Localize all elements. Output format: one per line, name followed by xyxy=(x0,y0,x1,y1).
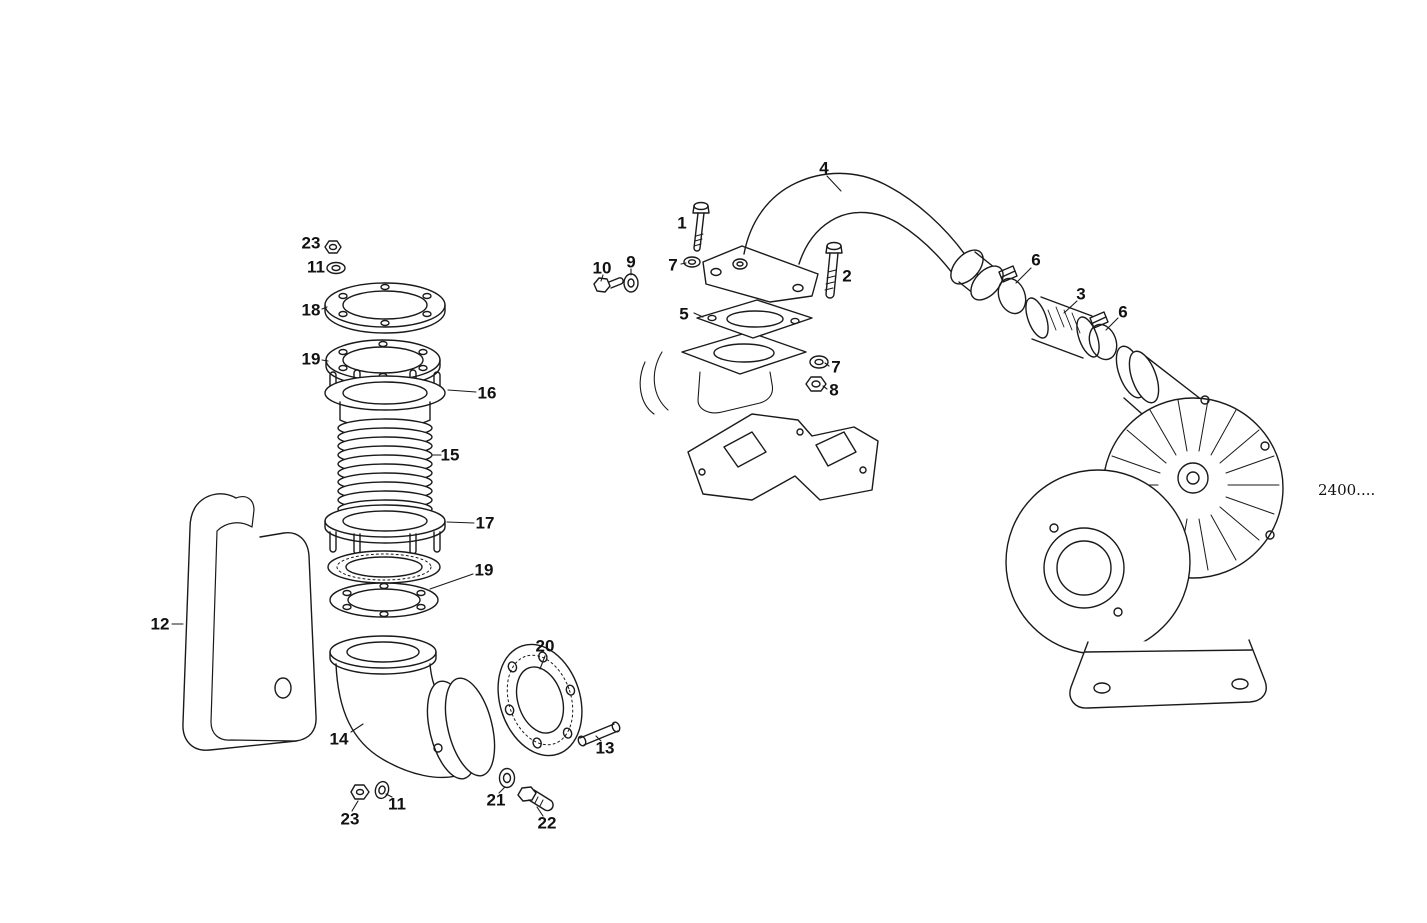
part-label-12-8: 12 xyxy=(150,614,170,634)
part-label-10-17: 10 xyxy=(592,258,612,278)
part-6-clamp-b xyxy=(1088,311,1118,361)
part-16-upper-bellows-flange xyxy=(324,369,446,429)
part-6-clamp-a xyxy=(997,265,1027,315)
part-5-gasket xyxy=(696,299,813,339)
part-label-7-23: 7 xyxy=(831,357,841,377)
part-22-bolt xyxy=(517,786,554,812)
part-label-7-19: 7 xyxy=(668,255,678,275)
part-label-3-26: 3 xyxy=(1076,284,1086,304)
part-11-washer-bottom xyxy=(374,780,390,800)
turbocharger xyxy=(1005,345,1284,709)
part-1-bolt xyxy=(692,201,710,252)
leader-lines xyxy=(171,175,1119,817)
part-label-18-2: 18 xyxy=(301,300,321,320)
part-17-lower-bellows-flange xyxy=(324,504,446,555)
part-label-6-25: 6 xyxy=(1031,250,1041,270)
part-10-plug xyxy=(593,277,624,293)
part-flange-adapter xyxy=(639,331,807,415)
part-label-6-27: 6 xyxy=(1118,302,1128,322)
reference-code: 2400.... xyxy=(1318,481,1376,499)
part-label-5-22: 5 xyxy=(679,304,689,324)
part-7-washer-b xyxy=(809,355,829,369)
part-15-bellows xyxy=(337,418,433,519)
part-label-15-5: 15 xyxy=(440,445,460,465)
part-18-flange xyxy=(324,282,446,334)
part-label-21-12: 21 xyxy=(486,790,506,810)
part-23-nut-top xyxy=(324,240,342,254)
part-label-14-9: 14 xyxy=(329,729,349,749)
part-9-washer xyxy=(623,273,639,293)
part-13-stud xyxy=(577,721,621,747)
part-8-nut xyxy=(805,376,827,392)
part-label-4-20: 4 xyxy=(819,158,829,178)
part-label-23-14: 23 xyxy=(340,809,360,829)
part-label-19-3: 19 xyxy=(301,349,321,369)
part-gasket-ring xyxy=(329,582,439,618)
part-19-gasket-lower xyxy=(327,550,441,584)
part-label-17-6: 17 xyxy=(475,513,495,533)
part-12-heat-shield xyxy=(182,493,317,751)
part-label-16-4: 16 xyxy=(477,383,497,403)
part-manifold-gasket xyxy=(687,413,879,501)
part-3-hose xyxy=(1025,296,1100,359)
part-label-11-1: 11 xyxy=(307,257,325,277)
part-label-1-16: 1 xyxy=(677,213,687,233)
part-label-2-21: 2 xyxy=(842,266,852,286)
part-23-nut-bottom xyxy=(350,784,370,800)
part-20-flange-gasket xyxy=(497,643,583,757)
part-label-20-10: 20 xyxy=(535,636,555,656)
part-11-washer-top xyxy=(326,261,346,275)
part-label-13-11: 13 xyxy=(595,738,615,758)
part-14-exhaust-elbow xyxy=(329,635,496,780)
part-7-washer-a xyxy=(683,256,701,268)
part-label-9-18: 9 xyxy=(626,252,636,272)
part-label-22-13: 22 xyxy=(537,813,557,833)
part-label-8-24: 8 xyxy=(829,380,839,400)
part-4-exhaust-pipe xyxy=(702,172,1004,303)
part-label-23-0: 23 xyxy=(301,233,321,253)
part-2-bolt xyxy=(824,241,843,299)
part-21-washer xyxy=(498,767,516,789)
part-label-19-7: 19 xyxy=(474,560,494,580)
part-label-11-15: 11 xyxy=(388,794,406,814)
